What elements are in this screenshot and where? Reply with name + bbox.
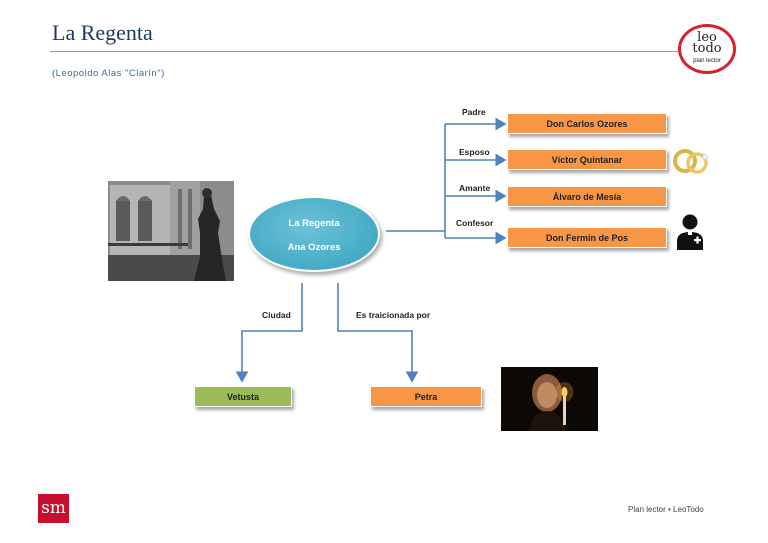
relation-label-esposo: Esposo: [459, 147, 490, 157]
logo-line-2: todo: [692, 41, 722, 56]
person-box-padre: Don Carlos Ozores: [507, 113, 667, 134]
leotodo-logo: leo todo plan lector: [678, 24, 736, 74]
person-box-petra: Petra: [370, 386, 482, 407]
central-character-node: La Regenta Ana Ozores: [248, 196, 380, 272]
cathedral-statue-photo: [108, 181, 234, 281]
connector-petra: [337, 283, 419, 383]
relation-label-traicionada: Es traicionada por: [356, 310, 431, 320]
logo-line-1: leo: [697, 30, 717, 45]
wedding-rings-icon: [673, 149, 709, 174]
person-box-confesor: Don Fermín de Pos: [507, 227, 667, 248]
person-box-amante: Álvaro de Mesía: [507, 186, 667, 207]
person-box-esposo: Víctor Quintanar: [507, 149, 667, 170]
central-name: Ana Ozores: [287, 242, 341, 253]
place-box-vetusta: Vetusta: [194, 386, 292, 407]
relation-label-ciudad: Ciudad: [262, 310, 291, 320]
central-title: La Regenta: [288, 218, 340, 229]
relation-label-padre: Padre: [462, 107, 486, 117]
title-divider: [50, 51, 678, 52]
author-subtitle: (Leopoldo Alas "Clarín"): [52, 68, 165, 79]
page-title: La Regenta: [52, 20, 153, 45]
logo-line-3: plan lector: [693, 58, 721, 64]
connector-ciudad: [235, 283, 303, 383]
relation-label-confesor: Confesor: [456, 218, 494, 228]
sm-brand-logo: sm: [38, 494, 69, 523]
relation-label-amante: Amante: [459, 183, 491, 193]
priest-icon: [677, 214, 703, 250]
footer-text: Plan lector • LeoTodo: [628, 505, 704, 514]
petra-film-still-photo: [501, 367, 598, 431]
